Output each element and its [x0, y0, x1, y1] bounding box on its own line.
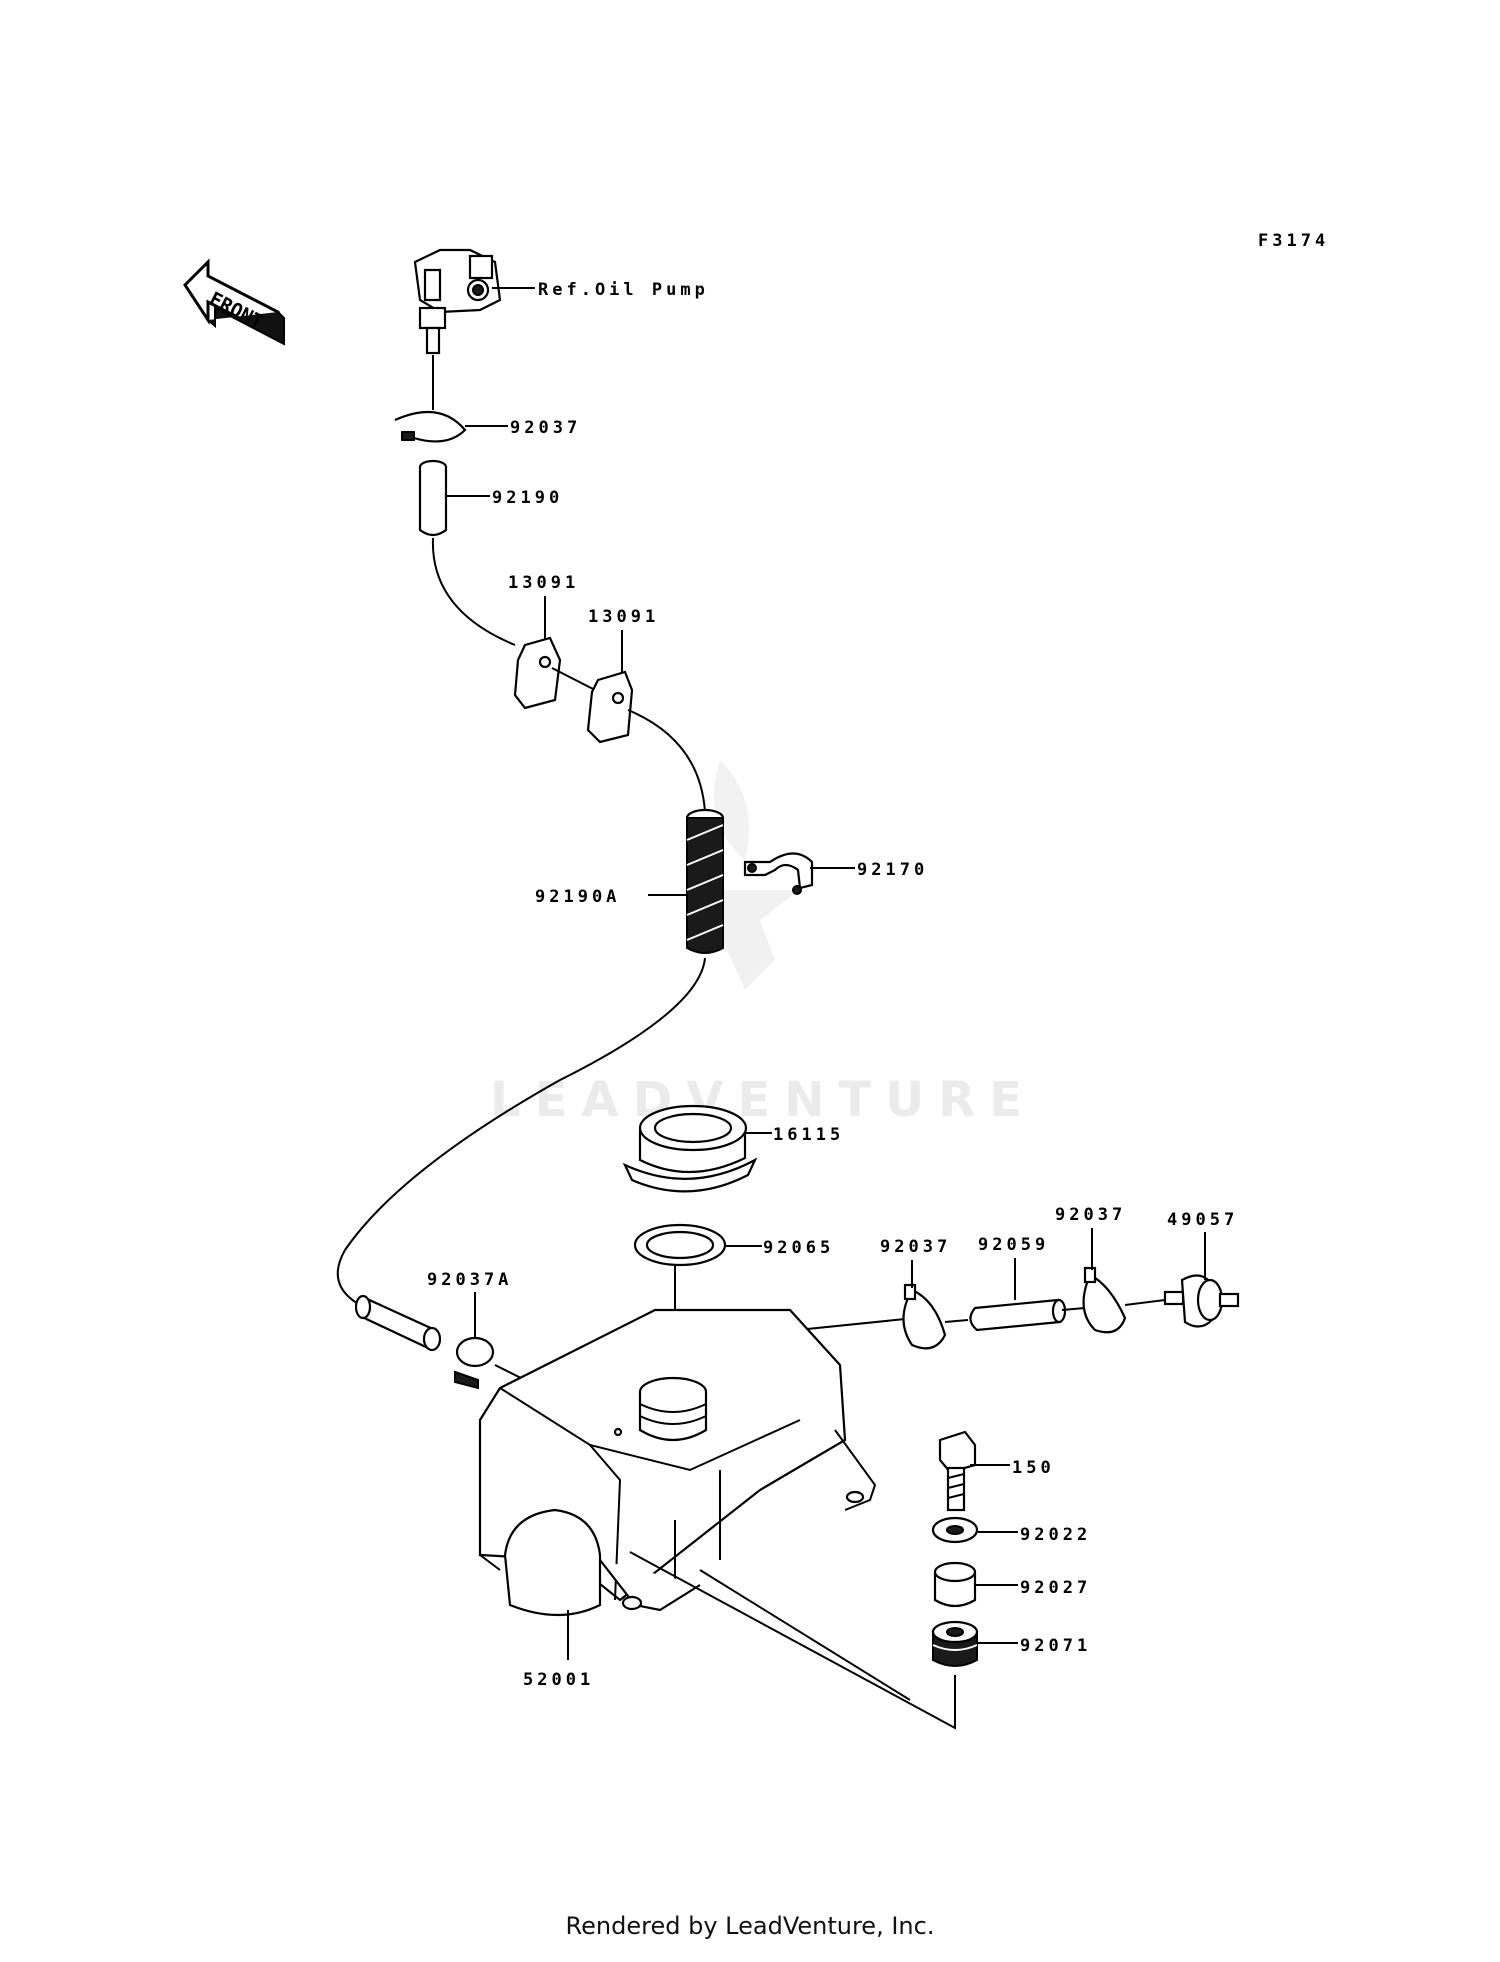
label-92170: 92170 [857, 860, 928, 880]
label-92037A: 92037A [427, 1270, 512, 1290]
hose-92190A [648, 808, 725, 954]
label-49057: 49057 [1167, 1210, 1238, 1230]
label-92037-top: 92037 [510, 418, 581, 438]
label-92071: 92071 [1020, 1636, 1091, 1656]
gasket-92065 [633, 1223, 762, 1267]
oil-pump-ref [413, 248, 535, 355]
label-92027: 92027 [1020, 1578, 1091, 1598]
label-92059: 92059 [978, 1235, 1049, 1255]
hose-92190 [418, 459, 490, 537]
label-92190: 92190 [492, 488, 563, 508]
bolt-150 [938, 1430, 1010, 1512]
tube-92059 [969, 1258, 1067, 1332]
collar-92027 [933, 1561, 1018, 1608]
clamp-92170 [743, 852, 855, 895]
watermark-text: LEADVENTURE [490, 1072, 1036, 1128]
label-13091-b: 13091 [588, 607, 659, 627]
grommet-13091-b [586, 630, 634, 744]
footer-credit: Rendered by LeadVenture, Inc. [565, 1912, 935, 1940]
oil-tank-52001 [478, 1308, 877, 1660]
label-92190A: 92190A [535, 887, 620, 907]
label-13091-a: 13091 [508, 573, 579, 593]
label-92065: 92065 [763, 1238, 834, 1258]
hose-short [354, 1294, 442, 1352]
label-52001: 52001 [523, 1670, 594, 1690]
label-92022: 92022 [1020, 1525, 1091, 1545]
figure-code: F3174 [1258, 231, 1329, 251]
filter-49057 [1163, 1232, 1240, 1328]
clip-92037A [454, 1292, 495, 1390]
grommet-92071 [931, 1620, 1018, 1667]
grommet-13091-a [513, 596, 562, 710]
label-16115: 16115 [773, 1125, 844, 1145]
washer-92022 [931, 1516, 1018, 1544]
label-92037-mid: 92037 [880, 1237, 951, 1257]
label-92037-right: 92037 [1055, 1205, 1126, 1225]
front-arrow-icon: FRONT [183, 258, 285, 346]
clip-92037-mid [902, 1260, 947, 1350]
clip-92037-top [394, 410, 508, 443]
label-150: 150 [1012, 1458, 1055, 1478]
ref-oil-pump-label: Ref.Oil Pump [538, 280, 709, 300]
watermark-logo: LEADVENTURE [490, 760, 1036, 1128]
clip-92037-right [1082, 1228, 1127, 1334]
cap-16115 [622, 1104, 772, 1193]
